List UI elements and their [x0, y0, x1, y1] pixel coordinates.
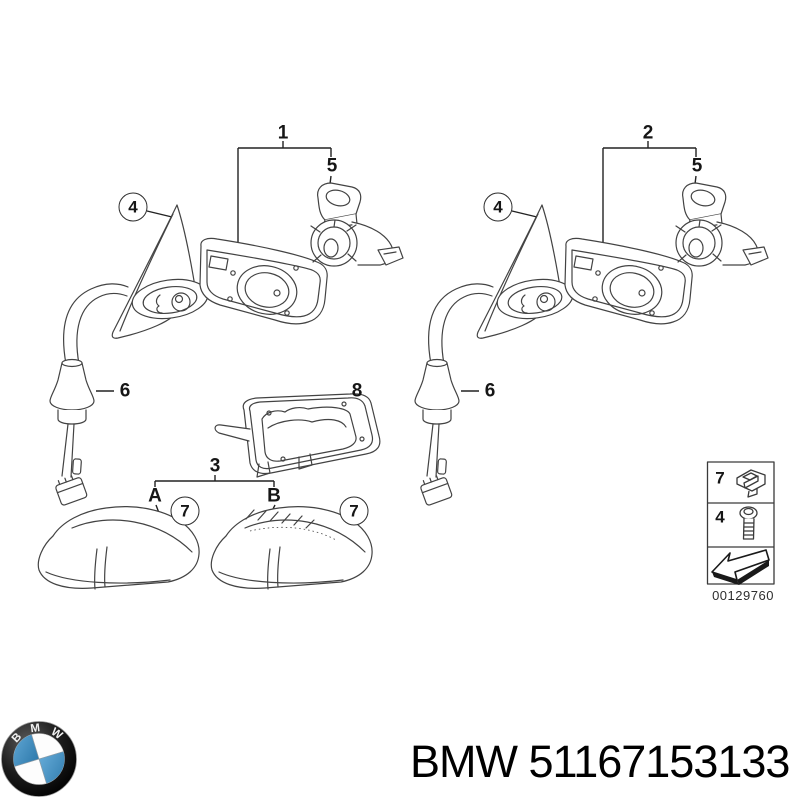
- legend-box: [706, 461, 775, 585]
- callout-1: 1: [277, 122, 289, 144]
- callout-2: 2: [642, 122, 654, 144]
- callout-7-cap-a: 7: [170, 496, 200, 526]
- legend-screw-ref: 4: [715, 507, 725, 527]
- mirror-cap-b: [210, 506, 373, 590]
- screw-icon: [739, 506, 758, 540]
- callout-leader-lines: [96, 141, 697, 514]
- part-number-text: BMW 51167153133: [410, 736, 790, 787]
- callout-4-right: 4: [483, 192, 513, 222]
- clip-icon: [736, 469, 766, 498]
- callout-5-right: 5: [691, 155, 703, 177]
- callout-4-left: 4: [118, 192, 148, 222]
- callout-5-left: 5: [326, 155, 338, 177]
- logo-letter-m: M: [30, 722, 41, 735]
- callout-variant-a: A: [148, 485, 162, 507]
- direction-arrow-icon: [711, 549, 770, 585]
- callout-8: 8: [351, 380, 363, 402]
- legend-image-number: 00129760: [712, 588, 774, 603]
- callout-7-cap-b: 7: [339, 496, 369, 526]
- callout-6-right: 6: [484, 380, 496, 402]
- callout-6-left: 6: [119, 380, 131, 402]
- callout-variant-b: B: [267, 485, 281, 507]
- callout-3: 3: [209, 455, 221, 477]
- legend-clip-ref: 7: [715, 468, 725, 488]
- housing-back-part: [214, 393, 381, 478]
- mirror-assembly-right: [414, 182, 769, 507]
- bmw-logo: B M W: [1, 721, 77, 797]
